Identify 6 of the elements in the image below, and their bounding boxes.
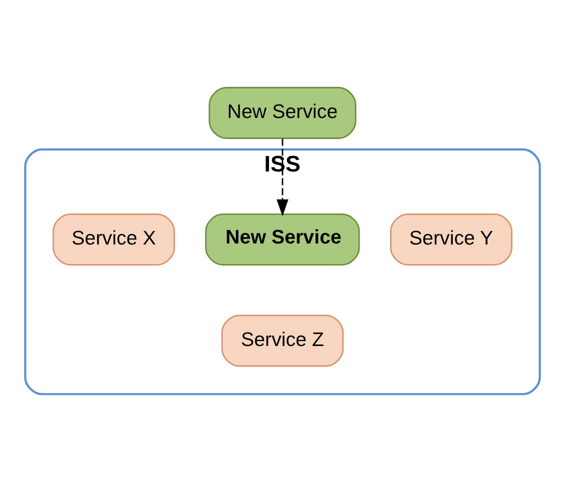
- arrow: [276, 138, 288, 216]
- node-box: Service Z: [221, 314, 344, 366]
- node-box: Service X: [52, 212, 175, 265]
- node-box: Service Y: [390, 212, 512, 265]
- node-box: New Service: [208, 86, 356, 138]
- node-box: New Service: [205, 212, 360, 265]
